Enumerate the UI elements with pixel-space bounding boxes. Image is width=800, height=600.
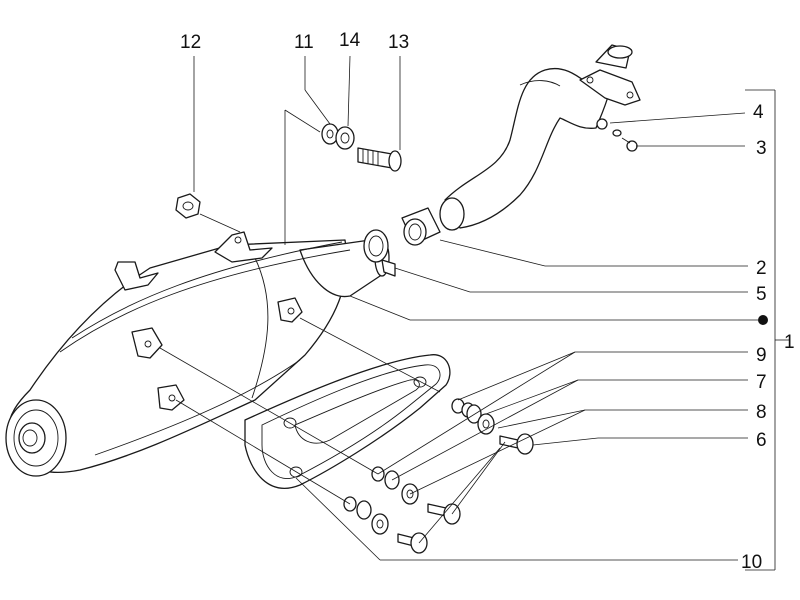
bolt-3-washer-4 <box>612 129 638 152</box>
callout-6: 6 <box>756 430 767 451</box>
callout-labels: 12 11 14 13 4 3 2 5 1 9 7 8 6 10 <box>180 30 795 573</box>
callout-bullet <box>758 315 768 325</box>
heat-shield <box>244 354 451 489</box>
washers-11-14 <box>321 123 355 150</box>
callout-7: 7 <box>756 372 767 393</box>
exhaust-pipe <box>439 44 641 231</box>
callout-11: 11 <box>294 32 314 53</box>
callout-13: 13 <box>388 32 409 53</box>
clamp <box>363 229 396 277</box>
muffler <box>5 231 390 477</box>
callout-5: 5 <box>756 284 767 305</box>
callout-2: 2 <box>756 258 767 279</box>
callout-8: 8 <box>756 402 767 423</box>
callout-12: 12 <box>180 32 201 53</box>
callout-10: 10 <box>741 552 762 573</box>
callout-14: 14 <box>339 30 361 51</box>
callout-4: 4 <box>753 102 764 123</box>
bolt-13 <box>357 147 402 172</box>
nut-12 <box>175 193 201 219</box>
leader-lines <box>159 55 790 571</box>
callout-3: 3 <box>756 138 767 159</box>
callout-9: 9 <box>756 345 767 366</box>
gasket-sleeve <box>401 207 441 246</box>
callout-1: 1 <box>784 332 795 353</box>
